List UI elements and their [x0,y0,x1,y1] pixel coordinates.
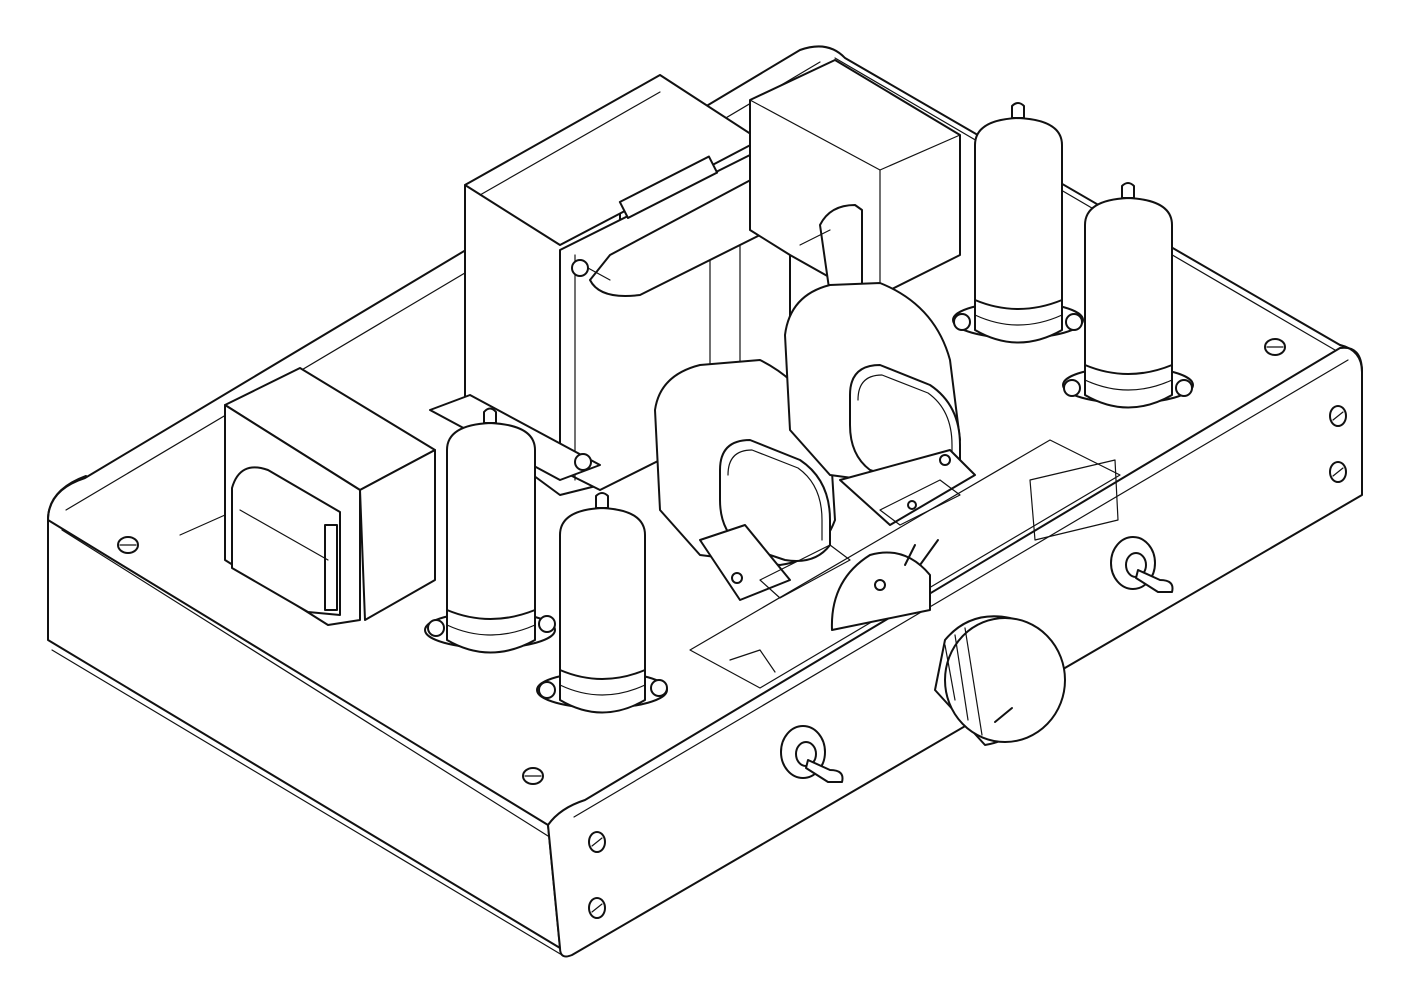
mounting-screw [538,681,556,699]
tube-tip [483,407,497,424]
mounting-screw [1175,379,1193,397]
toggle-lever[interactable] [1135,569,1174,593]
transformer-bell [819,204,863,296]
terminal-strip [759,544,851,599]
terminal-stud [571,259,589,277]
knob-grip [944,644,956,701]
tube-tip [1121,182,1135,199]
mounting-screw [1063,379,1081,397]
tube-tip [595,492,609,509]
choke-mount-foot [839,449,976,526]
transformer-lamination [479,91,661,196]
vacuum-tube [424,407,556,654]
mounting-screw [953,313,971,331]
choke-mount-foot [699,524,791,601]
knob-grip [964,627,983,736]
output-transformer-left [179,367,436,626]
vacuum-tube [952,102,1084,344]
tube-ring [559,684,646,696]
cutout-window [1029,459,1119,541]
tube-envelope [559,507,646,680]
transformer-clamp [324,524,338,611]
terminal-bolt [587,267,611,281]
tube-envelope [974,117,1063,310]
screw-slot [1332,467,1344,477]
screw-slot [591,903,603,913]
toggle-switch[interactable] [780,725,844,783]
toggle-switch[interactable] [1110,536,1174,593]
mounting-screw [538,615,556,633]
vacuum-tube [1062,182,1194,409]
chassis-flange-line [573,359,1349,818]
chassis-corner-left [47,475,87,521]
rotary-selector [830,539,939,631]
tube-envelope [446,422,536,620]
tube-ring [974,314,1063,326]
mounting-screw [650,679,668,697]
tube-ring [1084,379,1173,391]
choke-mount-hole [907,500,917,510]
output-transformer-rear [749,59,961,301]
terminal-strips [759,479,961,599]
choke-mount-hole [939,454,951,466]
mounting-screw [1065,313,1083,331]
chassis-bottom-edge [51,649,563,956]
choke-mount-hole [731,572,743,584]
transformer-lamination [239,509,329,561]
tube-ring [446,624,536,636]
choke-right [784,282,976,526]
knob-grip [954,634,969,721]
knob-face[interactable] [944,617,1066,743]
screw-slot [591,837,603,847]
volume-knob[interactable] [934,615,1066,746]
transformer-lamination [799,229,831,246]
selector-disc [830,551,931,631]
knob-pointer [994,707,1013,723]
mounting-screw [427,619,445,637]
choke-coil-inner [727,449,823,541]
chassis-flange-line [61,529,549,837]
mounting-screws [117,338,1347,919]
transformer-body [749,59,961,301]
chassis-corner-right [1339,344,1363,373]
vacuum-tube [536,492,668,714]
selector-hole [874,579,886,591]
toggle-lever[interactable] [805,759,844,783]
selector-lever [904,544,916,566]
selector-lever [919,539,939,566]
cutout-bracket [729,649,776,673]
chassis-inner-rim [834,57,1336,351]
terminal-stud [574,453,592,471]
transformer-coil-bell [231,466,341,616]
screw-slot [1332,411,1344,421]
transformer-nameplate [618,155,719,220]
choke-coil-inner [857,374,953,466]
tube-tip [1011,102,1025,119]
tube-envelope [1084,197,1173,375]
terminal-strip [879,479,961,526]
transformer-side [359,449,436,621]
cutout-edge [179,514,226,536]
